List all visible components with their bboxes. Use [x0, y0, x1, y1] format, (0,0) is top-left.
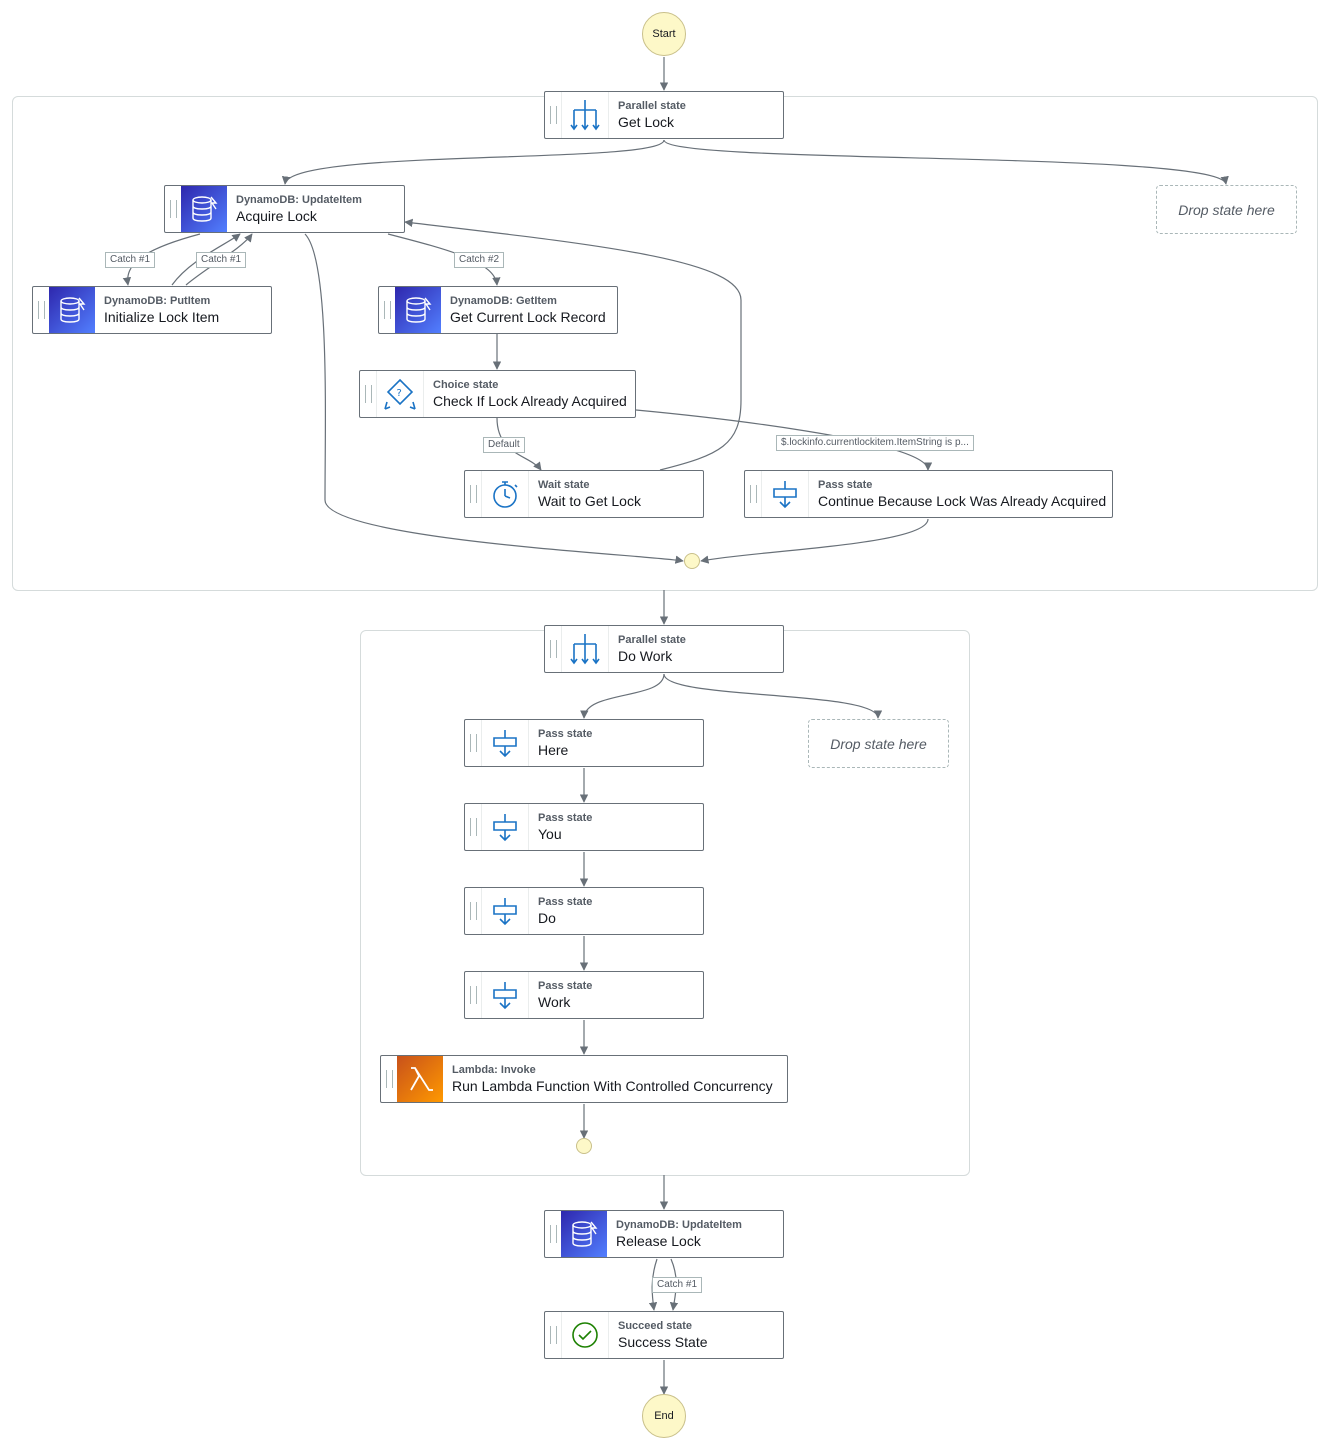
state-name: Check If Lock Already Acquired [433, 393, 627, 409]
state-type: Choice state [433, 379, 499, 391]
start-terminal[interactable]: Start [642, 12, 686, 56]
state-name: Wait to Get Lock [538, 493, 641, 509]
state-type: Pass state [538, 812, 593, 824]
state-type: DynamoDB: UpdateItem [236, 194, 362, 206]
drag-handle[interactable] [33, 287, 49, 333]
drag-handle[interactable] [360, 371, 376, 417]
state-type: Pass state [818, 479, 873, 491]
dynamodb-icon [49, 287, 95, 333]
drag-handle[interactable] [465, 471, 481, 517]
state-name: Release Lock [616, 1233, 701, 1249]
drop-state-placeholder[interactable]: Drop state here [808, 719, 949, 768]
state-type: Wait state [538, 479, 590, 491]
state-type: Parallel state [618, 100, 686, 112]
dynamodb-icon [395, 287, 441, 333]
drag-handle[interactable] [379, 287, 395, 333]
state-type: Succeed state [618, 1320, 692, 1332]
state-name: Initialize Lock Item [104, 309, 220, 325]
edge-label-catch: Catch #1 [196, 252, 247, 268]
edge-label-catch: Catch #2 [454, 252, 505, 268]
state-do-work[interactable]: Parallel state Do Work [544, 625, 784, 673]
choice-icon: ? [376, 371, 424, 417]
dynamodb-icon [181, 186, 227, 232]
state-type: Pass state [538, 980, 593, 992]
state-name: You [538, 826, 562, 842]
state-type: Parallel state [618, 634, 686, 646]
drag-handle[interactable] [165, 186, 181, 232]
state-name: Run Lambda Function With Controlled Conc… [452, 1078, 773, 1094]
timer-icon [481, 471, 529, 517]
drag-handle[interactable] [465, 804, 481, 850]
drag-handle[interactable] [745, 471, 761, 517]
state-name: Success State [618, 1334, 708, 1350]
pass-icon [481, 888, 529, 934]
edge-label-catch: Catch #1 [652, 1277, 703, 1293]
state-name: Do Work [618, 648, 673, 664]
end-terminal[interactable]: End [642, 1394, 686, 1438]
drag-handle[interactable] [465, 720, 481, 766]
state-name: Acquire Lock [236, 208, 317, 224]
pass-icon [481, 804, 529, 850]
parallel-icon [561, 626, 609, 672]
state-type: Lambda: Invoke [452, 1064, 536, 1076]
pass-icon [761, 471, 809, 517]
state-type: DynamoDB: UpdateItem [616, 1219, 742, 1231]
state-name: Work [538, 994, 571, 1010]
pass-icon [481, 972, 529, 1018]
drop-state-placeholder[interactable]: Drop state here [1156, 185, 1297, 234]
parallel-icon [561, 92, 609, 138]
state-name: Do [538, 910, 556, 926]
state-type: Pass state [538, 896, 593, 908]
drag-handle[interactable] [381, 1056, 397, 1102]
drag-handle[interactable] [545, 1211, 561, 1257]
state-name: Continue Because Lock Was Already Acquir… [818, 493, 1107, 509]
do-work-join-dot [576, 1138, 592, 1154]
drag-handle[interactable] [465, 888, 481, 934]
check-circle-icon [561, 1312, 609, 1358]
drag-handle[interactable] [545, 626, 561, 672]
edge-label-catch: Catch #1 [105, 252, 156, 268]
state-name: Get Current Lock Record [450, 309, 606, 325]
state-type: DynamoDB: GetItem [450, 295, 557, 307]
drag-handle[interactable] [545, 1312, 561, 1358]
lambda-icon [397, 1056, 443, 1102]
edge-label-choice-rule: $.lockinfo.currentlockitem.ItemString is… [776, 435, 974, 451]
edge-label-default: Default [483, 437, 525, 453]
get-lock-join-dot [684, 553, 700, 569]
dynamodb-icon [561, 1211, 607, 1257]
drag-handle[interactable] [545, 92, 561, 138]
state-name: Here [538, 742, 569, 758]
state-name: Get Lock [618, 114, 675, 130]
pass-icon [481, 720, 529, 766]
state-type: DynamoDB: PutItem [104, 295, 211, 307]
drag-handle[interactable] [465, 972, 481, 1018]
state-type: Pass state [538, 728, 593, 740]
svg-text:?: ? [397, 388, 402, 399]
